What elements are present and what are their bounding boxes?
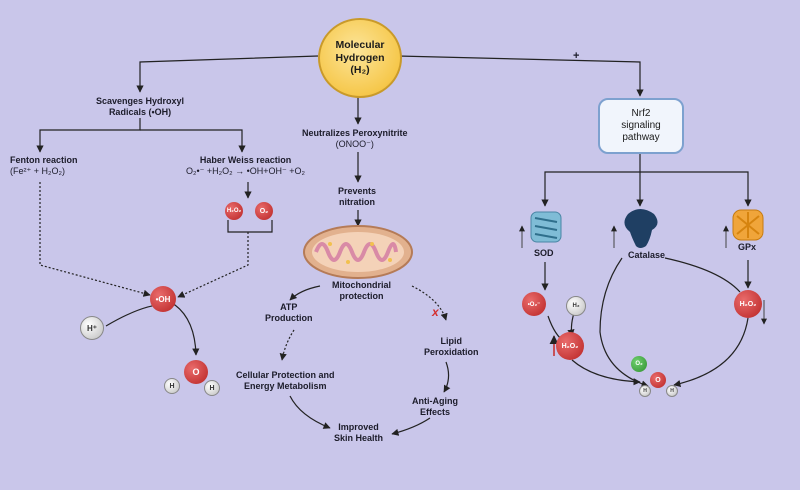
arrow-nrf2-split bbox=[541, 150, 641, 207]
arrow-atp-to-cellular bbox=[279, 329, 295, 361]
h2-molecule: H₂ bbox=[566, 296, 586, 316]
arrow-hub-to-nrf2 bbox=[397, 55, 644, 97]
arrow-gpx-to-water bbox=[673, 317, 749, 388]
arrow-mito-to-atp bbox=[289, 285, 321, 301]
arrow-h2o2-to-water bbox=[571, 359, 641, 386]
o2-molecule: O₂ bbox=[631, 356, 647, 372]
hydroxyl-radical: •OH bbox=[150, 286, 176, 312]
gpx-label: GPx bbox=[738, 242, 757, 252]
arrow-fenton-to-oh bbox=[39, 182, 151, 297]
h2o2-molecule-gpx: H₂O₂ bbox=[734, 290, 762, 318]
arrow-hplus-oh-to-water bbox=[105, 303, 200, 356]
molecular-hydrogen-hub: Molecular Hydrogen (H₂) bbox=[318, 18, 402, 98]
bracket bbox=[227, 220, 273, 233]
mitochondrion-icon bbox=[303, 225, 413, 279]
neutralizes-label: Neutralizes Peroxynitrite(ONOO⁻) bbox=[302, 128, 408, 150]
arrow-catalase-to-gpx bbox=[664, 257, 741, 293]
arrow-antiaging-to-improved bbox=[391, 417, 431, 436]
h2o2-molecule-small: H₂O₂ bbox=[225, 202, 243, 220]
arrow-lipid-to-antiaging bbox=[443, 361, 451, 393]
water-hydrogen-right-1: H bbox=[639, 385, 651, 397]
arrow-hub-to-scavenges bbox=[136, 55, 319, 93]
arrow-catalase-curve bbox=[599, 257, 649, 388]
block-mark: x bbox=[431, 305, 440, 319]
water-oxygen: O bbox=[184, 360, 208, 384]
sod-protein-icon bbox=[530, 211, 562, 243]
catalase-label: Catalase bbox=[628, 250, 666, 260]
water-hydrogen-2: H bbox=[204, 380, 220, 396]
superoxide-molecule: •O₂⁻ bbox=[522, 292, 546, 316]
arrow-mito-to-lipid bbox=[411, 285, 448, 321]
h-plus-ion: H⁺ bbox=[80, 316, 104, 340]
hub-line2: Hydrogen bbox=[335, 51, 385, 64]
gpx-protein-icon bbox=[732, 209, 764, 241]
h2o2-molecule-sod: H₂O₂ bbox=[556, 332, 584, 360]
arrow-to-fenton bbox=[36, 118, 141, 153]
hub-line3: (H₂) bbox=[350, 64, 370, 77]
hub-line1: Molecular bbox=[335, 39, 385, 52]
water-hydrogen-right-2: H bbox=[666, 385, 678, 397]
plus-sign: + bbox=[573, 50, 580, 62]
water-hydrogen-1: H bbox=[164, 378, 180, 394]
arrow-to-haber bbox=[140, 129, 246, 153]
water-oxygen-right: O bbox=[650, 372, 666, 388]
sod-label: SOD bbox=[534, 248, 554, 258]
catalase-protein-icon bbox=[624, 209, 658, 248]
arrow-bracket-to-oh bbox=[177, 232, 249, 298]
arrow-cellular-to-improved bbox=[289, 395, 331, 429]
fenton-label: Fenton reaction(Fe²⁺ + H₂O₂) bbox=[10, 155, 78, 177]
o2-molecule-small: O₂ bbox=[255, 202, 273, 220]
